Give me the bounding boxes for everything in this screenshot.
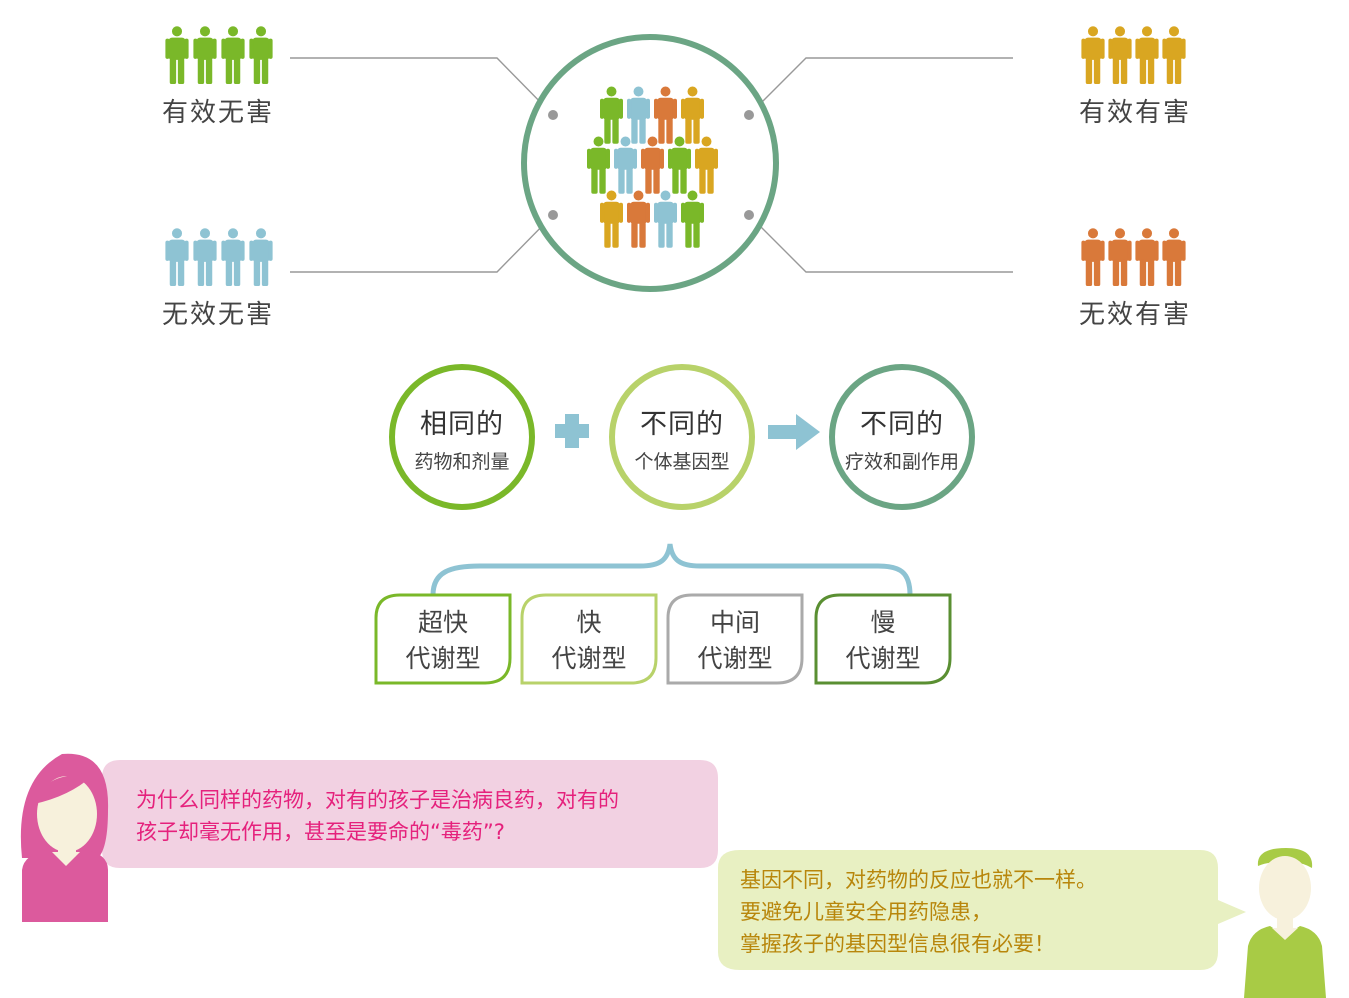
box-fast-line2: 代谢型: [551, 644, 627, 673]
box-ultrafast: [374, 593, 512, 685]
population-diagram: [165, 26, 1186, 292]
connector-dot: [548, 110, 558, 120]
process-diagram: [374, 364, 975, 685]
people-icon-orange: [1081, 228, 1186, 286]
connector-top-right: [748, 57, 1013, 116]
answer-line2: 要避免儿童安全用药隐患，: [740, 900, 992, 924]
box-fast-text: 快 代谢型: [524, 605, 654, 677]
box-ultrafast-text: 超快 代谢型: [378, 605, 508, 677]
label-effective-harmful: 有效有害: [1079, 98, 1192, 128]
label-ineffective-harmful: 无效有害: [1079, 300, 1192, 330]
circle-same-title: 相同的: [420, 409, 504, 440]
question-line2: 孩子却毫无作用，甚至是要命的“毒药”?: [136, 820, 505, 844]
plus-icon: [555, 414, 589, 448]
circle-different-effect: [829, 364, 975, 510]
people-icon-green: [165, 26, 273, 84]
circle-same-text: 相同的 药物和剂量: [387, 402, 537, 474]
box-ultrafast-line2: 代谢型: [405, 644, 481, 673]
box-intermediate-line2: 代谢型: [697, 644, 773, 673]
box-intermediate-line1: 中间: [709, 608, 760, 637]
answer-line1: 基因不同，对药物的反应也就不一样。: [740, 868, 1097, 892]
box-slow: [814, 593, 952, 685]
connector-dot: [548, 210, 558, 220]
question-bubble: [82, 760, 718, 868]
answer-bubble: [718, 850, 1246, 970]
circle-effect-subtitle: 疗效和副作用: [844, 451, 959, 473]
box-slow-line1: 慢: [870, 608, 896, 637]
people-icon-blue: [165, 228, 273, 286]
box-slow-line2: 代谢型: [845, 644, 921, 673]
box-intermediate: [666, 593, 804, 685]
circle-same-subtitle: 药物和剂量: [414, 451, 510, 473]
circle-different-genotype: [609, 364, 755, 510]
answer-text: 基因不同，对药物的反应也就不一样。 要避免儿童安全用药隐患， 掌握孩子的基因型信…: [740, 864, 1097, 960]
brace-connector: [430, 543, 913, 596]
connector-dot: [744, 210, 754, 220]
label-ineffective-harmless: 无效无害: [162, 300, 275, 330]
box-slow-text: 慢 代谢型: [818, 605, 948, 677]
circle-genotype-text: 不同的 个体基因型: [607, 402, 757, 474]
dialogue-graphics: [20, 753, 1326, 998]
boy-avatar: [1244, 848, 1326, 998]
circle-genotype-title: 不同的: [640, 409, 724, 440]
box-intermediate-text: 中间 代谢型: [670, 605, 800, 677]
arrow-right-icon: [768, 414, 820, 450]
circle-genotype-subtitle: 个体基因型: [634, 451, 730, 473]
question-text: 为什么同样的药物，对有的孩子是治病良药，对有的 孩子却毫无作用，甚至是要命的“毒…: [136, 784, 619, 848]
label-effective-harmless: 有效无害: [162, 98, 275, 128]
circle-effect-text: 不同的 疗效和副作用: [827, 402, 977, 474]
connector-bottom-left: [290, 214, 554, 273]
connector-top-left: [290, 57, 554, 116]
answer-line3: 掌握孩子的基因型信息很有必要！: [740, 932, 1055, 956]
connector-bottom-right: [748, 214, 1013, 273]
question-line1: 为什么同样的药物，对有的孩子是治病良药，对有的: [136, 788, 619, 812]
girl-avatar: [20, 753, 109, 922]
people-icon-yellow: [1081, 26, 1186, 84]
box-fast: [520, 593, 658, 685]
connector-dot: [744, 110, 754, 120]
box-ultrafast-line1: 超快: [417, 608, 468, 637]
circle-effect-title: 不同的: [860, 409, 944, 440]
box-fast-line1: 快: [576, 608, 602, 637]
circle-same-drug: [389, 364, 535, 510]
